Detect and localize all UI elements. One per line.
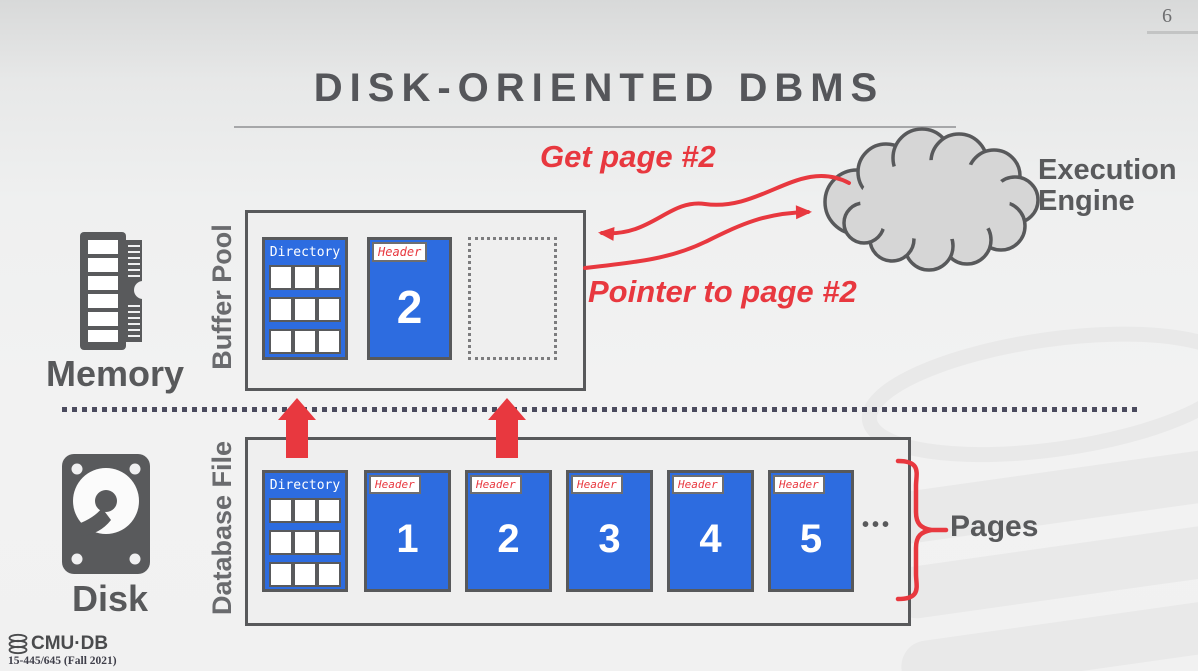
directory-label: Directory — [269, 245, 341, 260]
slide-page-number: 6 — [1162, 5, 1172, 27]
page-header-tab: Header — [369, 475, 421, 494]
page-number: 5 — [799, 516, 823, 561]
execution-engine-cloud-icon — [823, 127, 1040, 272]
directory-grid — [265, 265, 345, 354]
empty-frame-slot — [468, 237, 557, 360]
more-pages-ellipsis: ••• — [861, 514, 892, 536]
page-number: 2 — [497, 516, 520, 561]
db-page-2: Header 2 — [465, 470, 552, 592]
slide-title: DISK-ORIENTED DBMS — [313, 66, 885, 110]
get-page-arrow — [598, 174, 851, 241]
page-number: 2 — [396, 280, 423, 333]
db-page-4: Header 4 — [667, 470, 754, 592]
page-header-tab: Header — [773, 475, 825, 494]
directory-label: Directory — [269, 478, 341, 493]
pointer-annotation: Pointer to page #2 — [588, 274, 857, 309]
cmu-db-logo: CMU·DB — [8, 633, 108, 655]
memory-label: Memory — [45, 353, 185, 394]
page-number-underline — [1147, 31, 1198, 34]
page-number: 4 — [699, 516, 722, 561]
title-underline — [234, 126, 956, 128]
memory-disk-boundary-line — [62, 407, 1140, 412]
cmu-db-logo-icon — [8, 633, 28, 655]
pages-label: Pages — [950, 510, 1039, 543]
page-number: 1 — [396, 516, 419, 561]
directory-grid — [265, 498, 345, 587]
page-number: 3 — [598, 516, 621, 561]
pointer-to-page-arrow — [583, 205, 812, 270]
page-header-tab: Header — [470, 475, 522, 494]
disk-label: Disk — [71, 578, 149, 619]
db-page-1: Header 1 — [364, 470, 451, 592]
page-header-tab: Header — [672, 475, 724, 494]
cmu-db-logo-text: CMU·DB — [31, 633, 109, 654]
execution-engine-label: Execution Engine — [1038, 155, 1177, 217]
buffer-pool-page-2: Header 2 — [367, 237, 452, 360]
db-page-5: Header 5 — [768, 470, 854, 592]
db-page-3: Header 3 — [566, 470, 653, 592]
buffer-pool-directory: Directory — [262, 237, 348, 360]
get-page-annotation: Get page #2 — [540, 139, 716, 174]
page-header-tab: Header — [372, 242, 428, 262]
execution-engine-line2: Engine — [1038, 185, 1135, 217]
course-footer: 15-445/645 (Fall 2021) — [8, 655, 117, 667]
memory-ram-icon — [80, 232, 150, 350]
disk-drive-icon — [62, 454, 150, 574]
buffer-pool-label: Buffer Pool — [207, 224, 237, 370]
database-file-directory: Directory — [262, 470, 348, 592]
page-header-tab: Header — [571, 475, 623, 494]
execution-engine-line1: Execution — [1038, 154, 1177, 186]
database-file-label: Database File — [207, 440, 237, 616]
